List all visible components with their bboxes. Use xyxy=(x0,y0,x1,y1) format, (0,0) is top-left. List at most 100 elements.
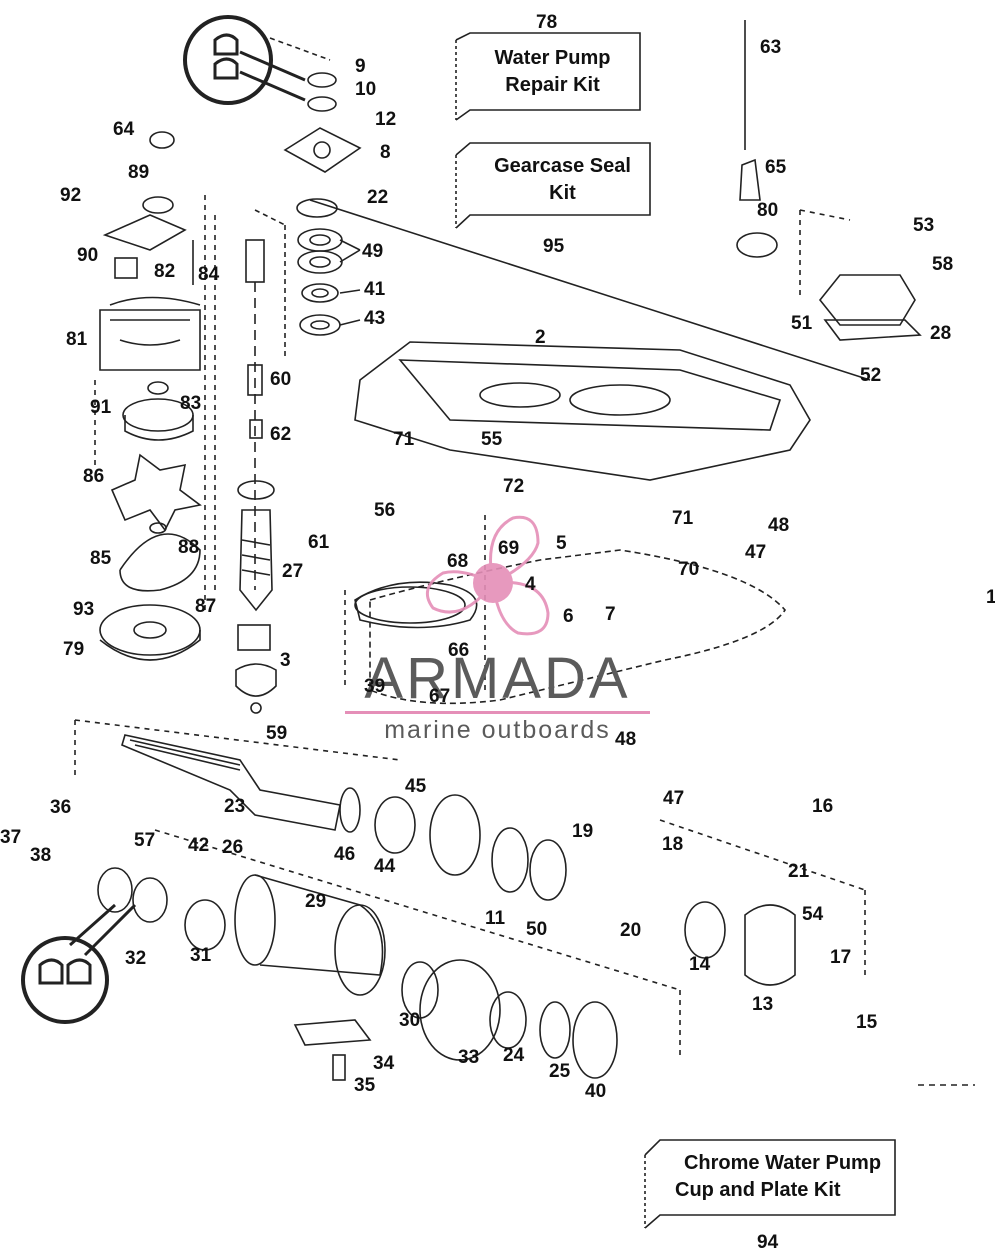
callout-37: 37 xyxy=(0,827,22,848)
callout-43: 43 xyxy=(364,308,386,329)
callout-47b: 47 xyxy=(663,788,685,809)
callout-11: 11 xyxy=(485,908,506,929)
callout-5: 5 xyxy=(556,533,567,554)
kit-water-pump-line1: Water Pump xyxy=(494,47,611,69)
callout-87: 87 xyxy=(195,596,217,617)
callout-52: 52 xyxy=(860,365,882,386)
callout-48b: 48 xyxy=(615,729,637,750)
callout-40: 40 xyxy=(585,1081,607,1102)
callout-44: 44 xyxy=(374,856,396,877)
gearcase-seal-kit-box xyxy=(455,142,651,229)
callout-82: 82 xyxy=(154,261,176,282)
callout-68: 68 xyxy=(447,551,469,572)
callout-80: 80 xyxy=(757,200,779,221)
callout-72: 72 xyxy=(503,476,525,497)
callout-71: 71 xyxy=(393,429,415,450)
callout-19: 19 xyxy=(572,821,594,842)
chrome-cup-kit-box xyxy=(644,1139,896,1229)
watermark-divider xyxy=(345,711,650,714)
kit-chrome-cup-label: Chrome Water Pump Cup and Plate Kit xyxy=(665,1150,900,1204)
callout-55: 55 xyxy=(481,429,503,450)
callout-39: 39 xyxy=(364,676,386,697)
kit-chrome-cup-number: 94 xyxy=(757,1232,779,1253)
callout-10: 10 xyxy=(355,79,377,100)
kit-water-pump-number: 78 xyxy=(536,12,558,33)
callout-13: 13 xyxy=(752,994,774,1015)
callout-29: 29 xyxy=(305,891,327,912)
watermark-propeller-icon xyxy=(425,515,550,636)
seal-callout-circle-bottom xyxy=(21,903,137,1024)
callout-21: 21 xyxy=(788,861,810,882)
callout-38: 38 xyxy=(30,845,52,866)
callout-90: 90 xyxy=(77,245,99,266)
callout-54: 54 xyxy=(802,904,824,925)
callout-15: 15 xyxy=(856,1012,878,1033)
callout-45: 45 xyxy=(405,776,427,797)
callout-9: 9 xyxy=(355,56,366,77)
callout-50: 50 xyxy=(526,919,548,940)
kit-gearcase-seal-line1: Gearcase Seal xyxy=(494,155,631,177)
callout-47: 47 xyxy=(745,542,767,563)
callout-84: 84 xyxy=(198,264,220,285)
callout-2: 2 xyxy=(535,327,546,348)
callout-49: 49 xyxy=(362,241,384,262)
callout-64: 64 xyxy=(113,119,135,140)
callout-35: 35 xyxy=(354,1075,376,1096)
callout-67: 67 xyxy=(429,686,451,707)
callout-83: 83 xyxy=(180,393,202,414)
callout-4: 4 xyxy=(525,574,536,595)
callout-8: 8 xyxy=(380,142,391,163)
pump-stack xyxy=(94,131,202,661)
side-plate-assembly xyxy=(736,20,922,341)
kit-chrome-cup-line2: Cup and Plate Kit xyxy=(675,1179,841,1201)
callout-59: 59 xyxy=(266,723,288,744)
callout-32: 32 xyxy=(125,948,147,969)
callout-51: 51 xyxy=(791,313,813,334)
callout-79: 79 xyxy=(63,639,85,660)
bearing-carrier xyxy=(97,829,681,1081)
callout-69: 69 xyxy=(498,538,520,559)
callout-17: 17 xyxy=(830,947,852,968)
callout-63: 63 xyxy=(760,37,782,58)
callout-18: 18 xyxy=(662,834,684,855)
kit-water-pump-line2: Repair Kit xyxy=(505,74,600,96)
gearcase-housing xyxy=(309,199,871,481)
callout-89: 89 xyxy=(128,162,150,183)
callout-20: 20 xyxy=(620,920,642,941)
kit-water-pump-label: Water Pump Repair Kit xyxy=(470,45,635,99)
callout-28: 28 xyxy=(930,323,952,344)
callout-34: 34 xyxy=(373,1053,395,1074)
callout-65: 65 xyxy=(765,157,787,178)
callout-57: 57 xyxy=(134,830,156,851)
callout-24: 24 xyxy=(503,1045,525,1066)
callout-53: 53 xyxy=(913,215,935,236)
callout-14: 14 xyxy=(689,954,711,975)
gear-row xyxy=(339,787,866,986)
callout-16: 16 xyxy=(812,796,834,817)
watermark-subtitle: marine outboards xyxy=(384,716,611,744)
callout-70: 70 xyxy=(678,559,700,580)
callout-26: 26 xyxy=(222,837,244,858)
seal-callout-circle-top xyxy=(183,15,331,105)
callout-48: 48 xyxy=(768,515,790,536)
callout-36: 36 xyxy=(50,797,72,818)
callout-58: 58 xyxy=(932,254,954,275)
callout-93: 93 xyxy=(73,599,95,620)
callout-46: 46 xyxy=(334,844,356,865)
driveshaft-top-stack xyxy=(254,72,362,360)
kit-gearcase-seal-label: Gearcase Seal Kit xyxy=(475,153,650,207)
callout-62: 62 xyxy=(270,424,292,445)
callout-6: 6 xyxy=(563,606,574,627)
callout-33: 33 xyxy=(458,1047,480,1068)
kit-chrome-cup-line1: Chrome Water Pump xyxy=(683,1152,882,1174)
callout-22: 22 xyxy=(367,187,389,208)
callout-25: 25 xyxy=(549,1061,571,1082)
callout-27: 27 xyxy=(282,561,304,582)
callout-42: 42 xyxy=(188,835,210,856)
callout-23: 23 xyxy=(224,796,246,817)
callout-86: 86 xyxy=(83,466,105,487)
callout-92: 92 xyxy=(60,185,82,206)
callout-41: 41 xyxy=(364,279,386,300)
callout-88: 88 xyxy=(178,537,200,558)
vertical-driveshaft xyxy=(204,195,277,714)
